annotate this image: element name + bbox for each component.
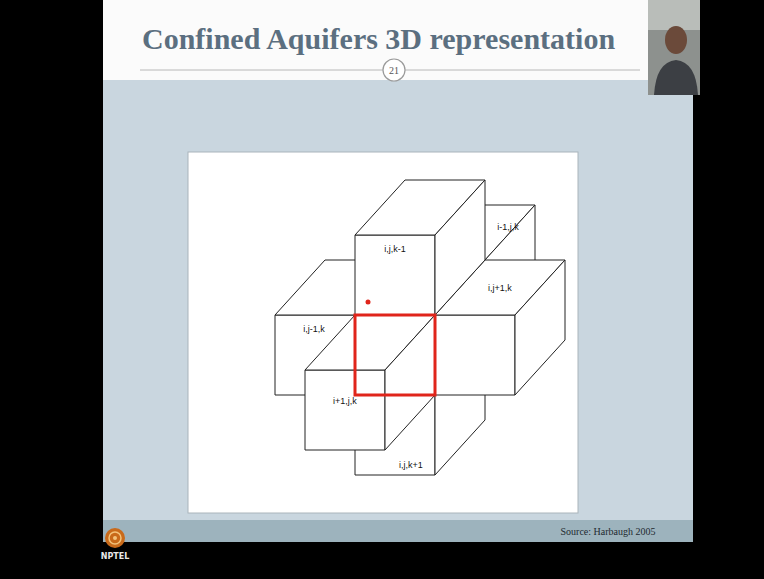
cell-label: i+1,j,k: [333, 397, 357, 407]
logo-text: NPTEL: [101, 553, 130, 562]
cube-side-face: [435, 180, 485, 315]
cube-front-face: [305, 370, 385, 450]
cell-label: i,j,k-1: [384, 245, 406, 255]
slide-number: 21: [389, 65, 399, 76]
slide-title: Confined Aquifers 3D representation: [142, 22, 615, 55]
cube-front-face: [435, 315, 515, 395]
cell-label: i,j,k+1: [399, 461, 423, 471]
cube-side-face: [385, 315, 435, 450]
source-note: Source: Harbaugh 2005: [561, 526, 656, 537]
cube-side-face: [515, 260, 565, 395]
cube-front-face: [355, 235, 435, 315]
cell-label: i,j-1,k: [303, 325, 325, 335]
cell-label: i-1,j,k: [497, 223, 519, 233]
cell-label: i,j+1,k: [488, 284, 512, 294]
